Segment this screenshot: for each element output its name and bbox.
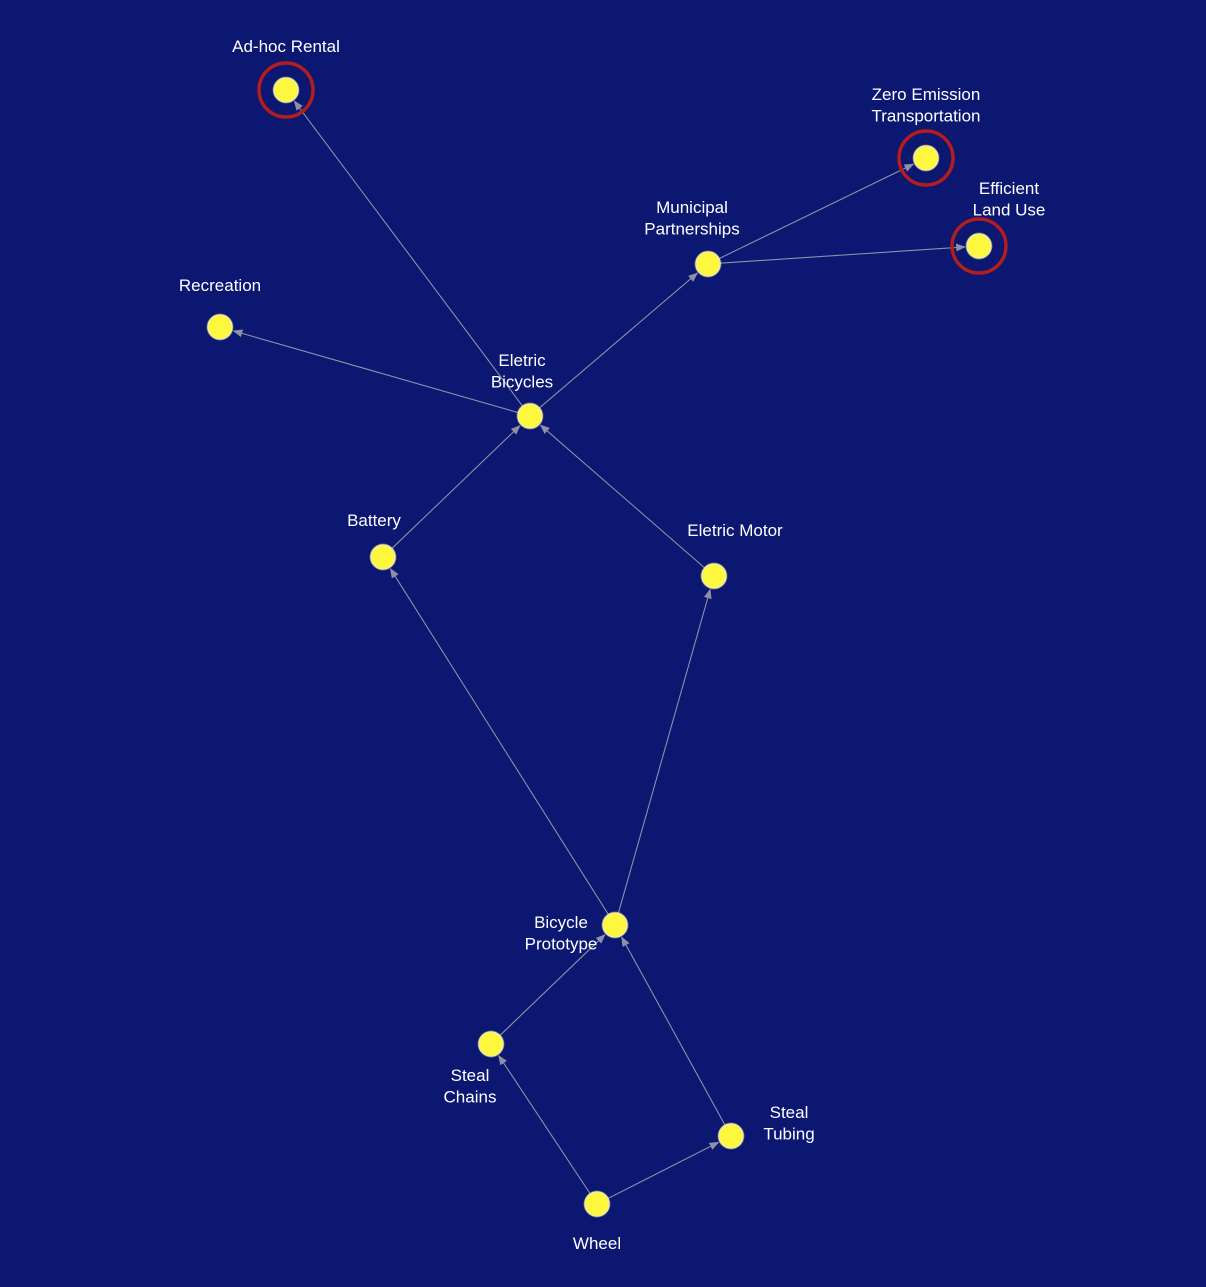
edge-wheel-to-chains [498,1054,591,1195]
node-dot[interactable] [273,77,299,103]
node-label: Recreation [179,276,261,295]
node-dot[interactable] [966,233,992,259]
edge-wheel-to-tubing [607,1141,720,1200]
edge-ebikes-to-municipal [538,272,699,409]
edge-chains-to-prototype [499,934,606,1037]
node-label: Zero Emission [872,85,981,104]
edge-municipal-to-efficient [719,243,967,264]
node-dot[interactable] [517,403,543,429]
node-label: Land Use [973,201,1046,220]
node-recreation[interactable]: Recreation [179,276,261,341]
node-label: Eletric [498,351,546,370]
node-label: Chains [444,1088,497,1107]
node-label: Eletric Motor [687,521,783,540]
edge-municipal-to-zero [718,163,915,260]
highlight-ring [897,129,955,187]
node-dot[interactable] [913,145,939,171]
node-label: Tubing [763,1125,814,1144]
node-wheel[interactable]: Wheel [573,1190,621,1254]
node-label: Partnerships [644,220,739,239]
node-adhoc[interactable]: Ad-hoc Rental [232,37,340,119]
edge-battery-to-ebikes [391,425,521,550]
node-dot[interactable] [602,912,628,938]
edge-ebikes-to-recreation [232,329,519,414]
node-label: Steal [451,1066,490,1085]
node-dot[interactable] [207,314,233,340]
edge-motor-to-ebikes [539,424,706,569]
edge-ebikes-to-adhoc [293,100,524,407]
node-battery[interactable]: Battery [347,511,401,571]
node-dot[interactable] [478,1031,504,1057]
node-label: Steal [770,1103,809,1122]
node-label: Ad-hoc Rental [232,37,340,56]
node-dot[interactable] [584,1191,610,1217]
node-dot[interactable] [370,544,396,570]
edges-layer [232,100,967,1200]
node-label: Prototype [525,935,598,954]
node-dot[interactable] [718,1123,744,1149]
node-motor[interactable]: Eletric Motor [687,521,783,590]
node-label: Wheel [573,1234,621,1253]
node-label: Municipal [656,198,728,217]
edge-tubing-to-prototype [621,936,726,1126]
node-label: Bicycle [534,913,588,932]
node-dot[interactable] [695,251,721,277]
node-label: Efficient [979,179,1039,198]
node-dot[interactable] [701,563,727,589]
node-label: Transportation [872,107,981,126]
highlight-ring [950,217,1008,275]
edge-prototype-to-motor [617,588,712,914]
node-label: Bicycles [491,373,553,392]
node-label: Battery [347,511,401,530]
edge-prototype-to-battery [389,568,610,916]
highlight-ring [257,61,315,119]
